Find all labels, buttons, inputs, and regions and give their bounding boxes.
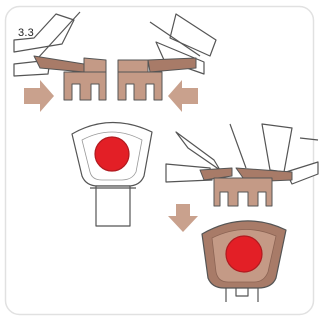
arrow-down-icon: [168, 204, 198, 232]
release-button-icon: [94, 136, 130, 172]
right-buckle-tongue: [117, 57, 197, 101]
latched-buckle: [201, 220, 287, 302]
arrow-left-icon: [168, 80, 198, 112]
step-number: 3.3: [18, 27, 34, 39]
buckle-housing: [71, 121, 153, 227]
joined-buckle-tongues: [199, 167, 293, 207]
release-button-icon: [225, 235, 263, 273]
joined-straps: [165, 123, 319, 185]
left-buckle-tongue: [33, 55, 107, 101]
arrow-right-icon: [24, 80, 54, 112]
